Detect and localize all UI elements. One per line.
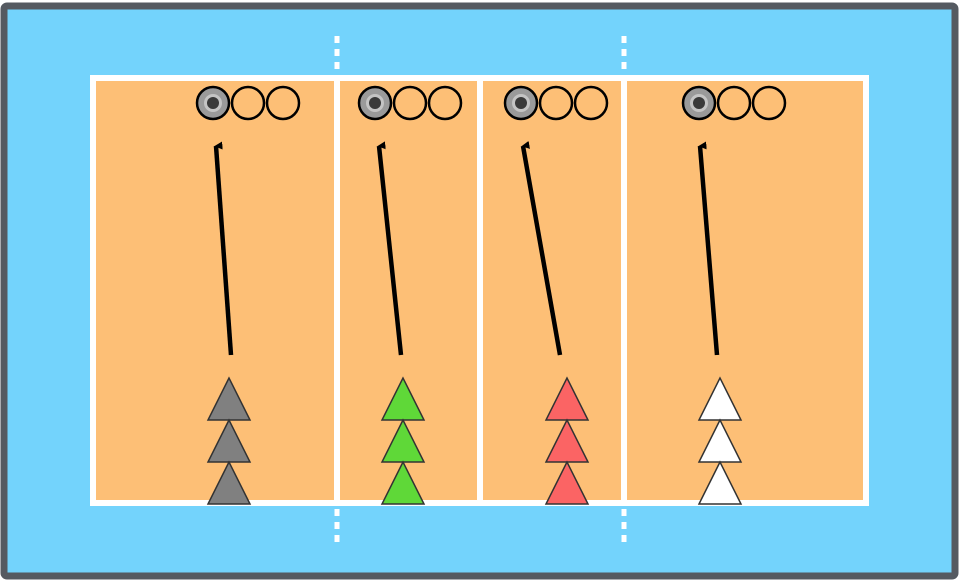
target-empty-icon: [392, 85, 428, 121]
target-empty-icon: [751, 85, 787, 121]
movement-arrow: [376, 141, 404, 356]
lane-1: [195, 85, 301, 505]
target-empty-icon: [538, 85, 574, 121]
target-empty-icon: [265, 85, 301, 121]
cone-icon: [697, 460, 743, 505]
movement-arrow: [697, 141, 720, 356]
cone-icon: [544, 460, 590, 505]
target-center-icon: [515, 97, 527, 109]
target-center-icon: [693, 97, 705, 109]
movement-arrow: [520, 140, 563, 356]
target-center-icon: [369, 97, 381, 109]
lane-2: [357, 85, 463, 505]
movement-arrow: [213, 141, 234, 356]
target-empty-icon: [573, 85, 609, 121]
lane-3: [503, 85, 609, 505]
target-empty-icon: [230, 85, 266, 121]
target-empty-icon: [427, 85, 463, 121]
lane-4: [681, 85, 787, 505]
lanes-layer: [195, 85, 787, 505]
target-center-icon: [207, 97, 219, 109]
cone-icon: [380, 460, 426, 505]
target-empty-icon: [716, 85, 752, 121]
cone-icon: [206, 460, 252, 505]
